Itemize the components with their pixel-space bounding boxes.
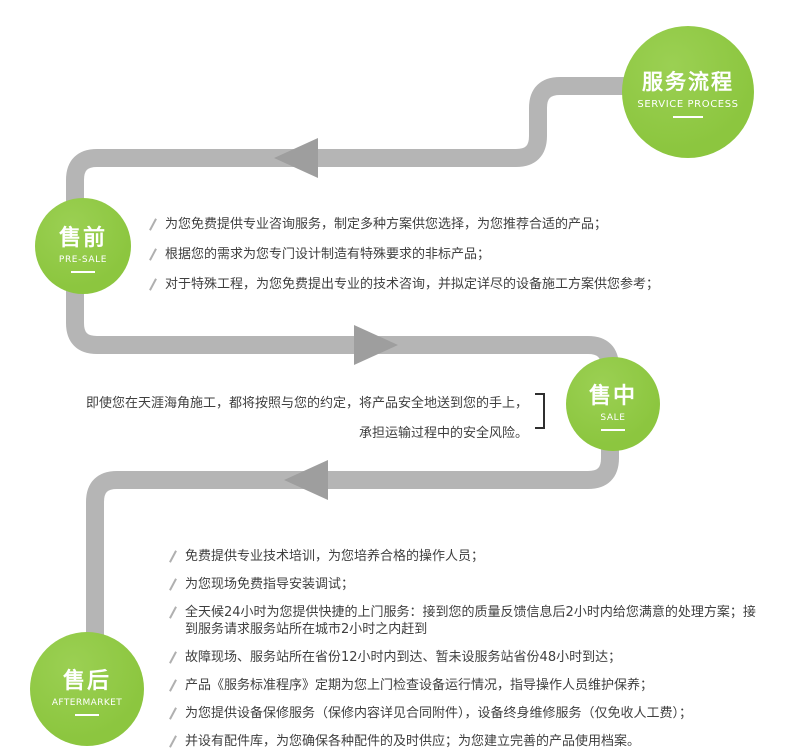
sale-badge: 售中 SALE xyxy=(566,357,660,451)
pre-sale-list: 为您免费提供专业咨询服务，制定多种方案供您选择，为您推荐合适的产品； 根据您的需… xyxy=(148,216,758,293)
badge-title: 售前 xyxy=(58,225,107,251)
service-process-badge: 服务流程 SERVICE PROCESS xyxy=(622,26,754,158)
arrow-left-top-icon xyxy=(274,138,318,178)
badge-underline xyxy=(71,270,95,273)
slash-icon xyxy=(168,706,177,721)
sale-description: 即使您在天涯海角施工，都将按照与您的约定，将产品安全地送到您的手上， 承担运输过… xyxy=(86,389,528,449)
flow-line xyxy=(66,77,700,690)
list-item-text: 对于特殊工程，为您免费提出专业的技术咨询，并拟定详尽的设备施工方案供您参考； xyxy=(165,277,660,292)
badge-title: 售后 xyxy=(62,668,111,694)
arrow-left-bottom-icon xyxy=(284,460,328,500)
list-item: 故障现场、服务站所在省份12小时内到达、暂未设服务站省份48小时到达； xyxy=(168,649,768,666)
list-item-text: 为您免费提供专业咨询服务，制定多种方案供您选择，为您推荐合适的产品； xyxy=(165,217,608,232)
after-sale-badge: 售后 AFTERMARKET xyxy=(30,632,144,746)
list-item: 为您提供设备保修服务（保修内容详见合同附件），设备终身维修服务（仅免收人工费）； xyxy=(168,705,768,722)
arrow-right-middle-icon xyxy=(354,325,398,365)
list-item: 免费提供专业技术培训，为您培养合格的操作人员； xyxy=(168,548,768,565)
slash-icon xyxy=(148,277,157,292)
badge-subtitle: AFTERMARKET xyxy=(51,697,123,708)
badge-underline xyxy=(75,713,99,716)
slash-icon xyxy=(168,577,177,592)
sale-line-1: 即使您在天涯海角施工，都将按照与您的约定，将产品安全地送到您的手上， xyxy=(85,396,528,411)
list-item: 为您免费提供专业咨询服务，制定多种方案供您选择，为您推荐合适的产品； xyxy=(148,216,758,233)
list-item-text: 故障现场、服务站所在省份12小时内到达、暂未设服务站省份48小时到达； xyxy=(185,650,622,665)
badge-underline xyxy=(601,428,625,431)
badge-subtitle: SALE xyxy=(600,412,626,423)
list-item: 产品《服务标准程序》定期为您上门检查设备运行情况，指导操作人员维护保养； xyxy=(168,677,768,694)
slash-icon xyxy=(168,650,177,665)
list-item-text: 为您提供设备保修服务（保修内容详见合同附件），设备终身维修服务（仅免收人工费）； xyxy=(185,706,693,721)
badge-subtitle: PRE-SALE xyxy=(58,254,108,265)
after-sale-list: 免费提供专业技术培训，为您培养合格的操作人员； 为您现场免费指导安装调试； 全天… xyxy=(168,548,768,750)
badge-underline xyxy=(673,116,703,118)
slash-icon xyxy=(168,549,177,564)
slash-icon xyxy=(168,678,177,693)
slash-icon xyxy=(148,217,157,232)
pre-sale-badge: 售前 PRE-SALE xyxy=(35,198,131,294)
list-item: 对于特殊工程，为您免费提出专业的技术咨询，并拟定详尽的设备施工方案供您参考； xyxy=(148,276,758,293)
badge-title: 服务流程 xyxy=(642,70,734,94)
list-item-text: 全天候24小时为您提供快捷的上门服务：接到您的质量反馈信息后2小时内给您满意的处… xyxy=(185,605,756,637)
list-item: 根据您的需求为您专门设计制造有特殊要求的非标产品； xyxy=(148,246,758,263)
slash-icon xyxy=(168,734,177,749)
list-item-text: 产品《服务标准程序》定期为您上门检查设备运行情况，指导操作人员维护保养； xyxy=(185,678,654,693)
slash-icon xyxy=(168,605,177,620)
list-item-text: 根据您的需求为您专门设计制造有特殊要求的非标产品； xyxy=(165,247,491,262)
list-item: 全天候24小时为您提供快捷的上门服务：接到您的质量反馈信息后2小时内给您满意的处… xyxy=(168,604,768,638)
list-item: 为您现场免费指导安装调试； xyxy=(168,576,768,593)
list-item-text: 为您现场免费指导安装调试； xyxy=(185,577,355,592)
badge-subtitle: SERVICE PROCESS xyxy=(637,99,739,110)
sale-line-2: 承担运输过程中的安全风险。 xyxy=(358,426,528,441)
list-item: 并设有配件库，为您确保各种配件的及时供应；为您建立完善的产品使用档案。 xyxy=(168,733,768,750)
bracket-icon xyxy=(535,393,545,429)
list-item-text: 免费提供专业技术培训，为您培养合格的操作人员； xyxy=(185,549,485,564)
slash-icon xyxy=(148,247,157,262)
badge-title: 售中 xyxy=(588,383,637,409)
list-item-text: 并设有配件库，为您确保各种配件的及时供应；为您建立完善的产品使用档案。 xyxy=(185,734,641,749)
